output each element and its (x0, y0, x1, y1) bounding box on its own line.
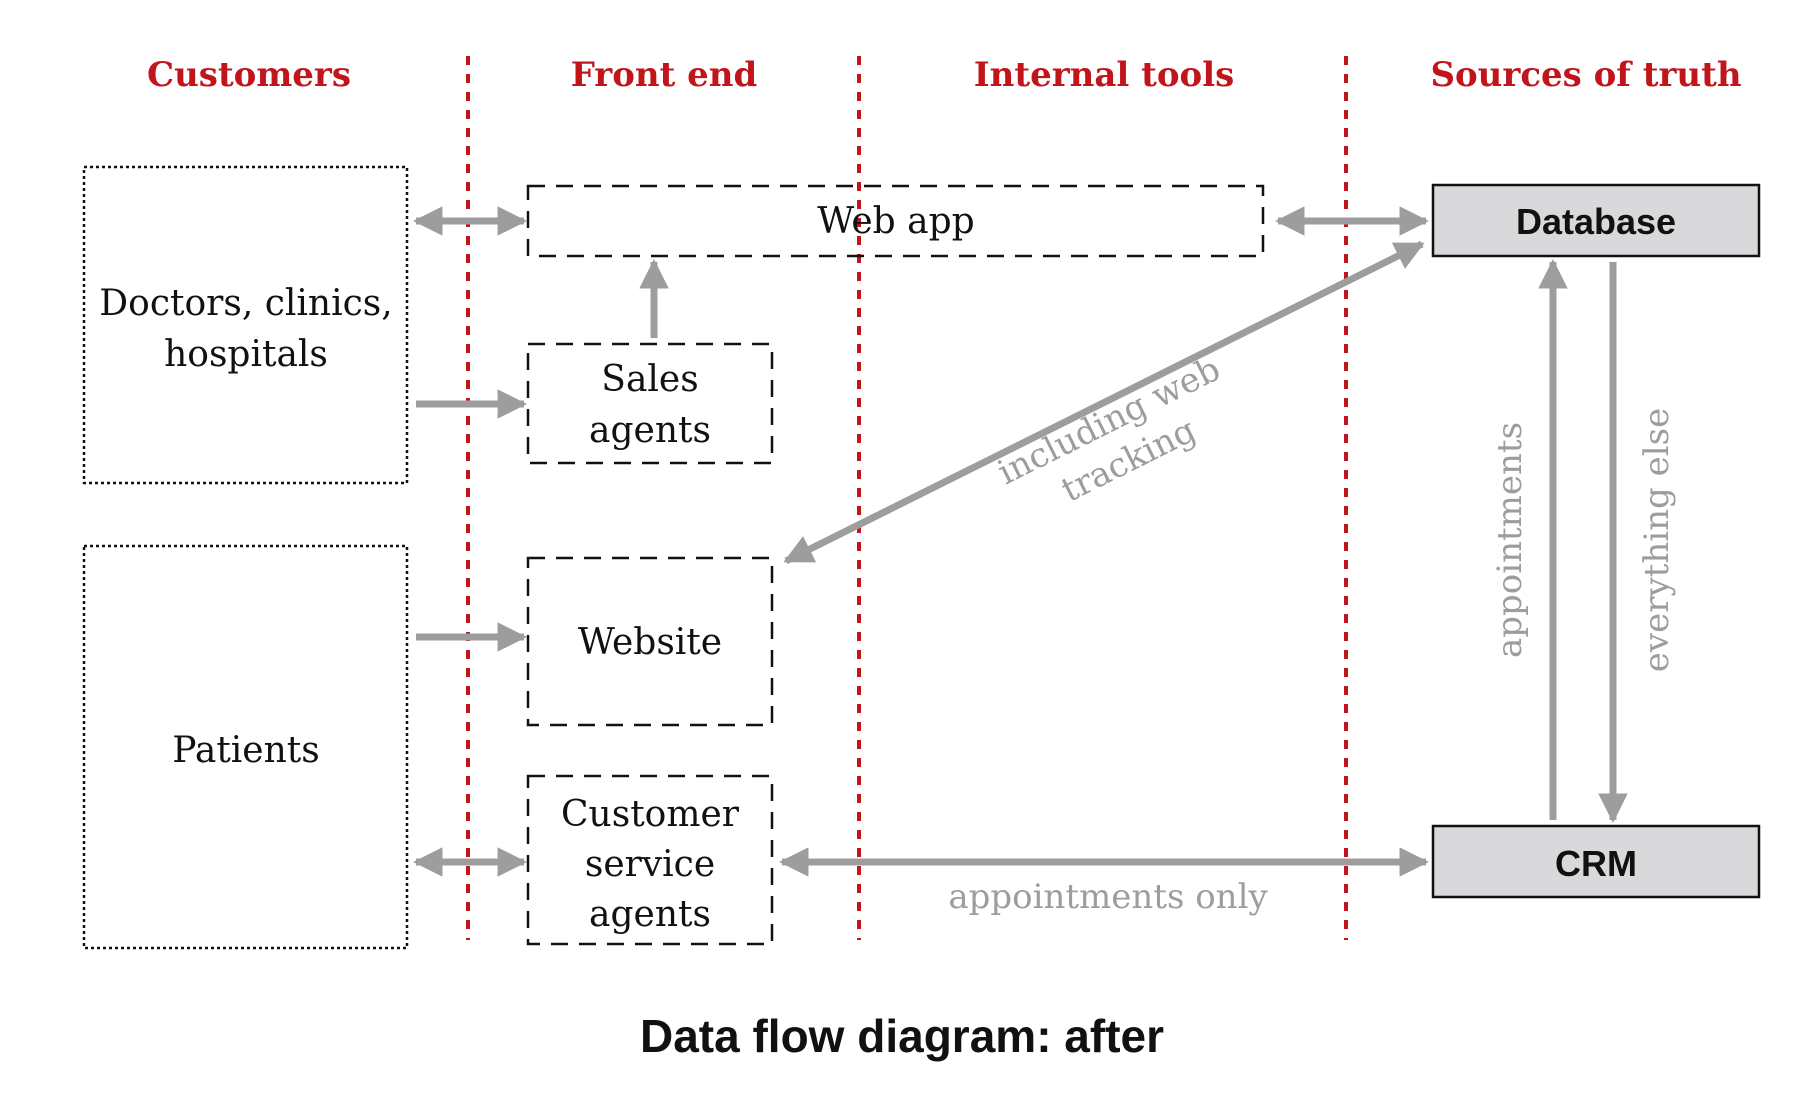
arrow-website-database (783, 240, 1425, 565)
cs-agents-label-line1: Customer (561, 794, 740, 835)
website-label: Website (578, 622, 722, 663)
cs-agents-label-line3: agents (589, 894, 711, 935)
column-header-front-end: Front end (571, 55, 758, 95)
cs-agents-box (526, 774, 774, 946)
crm-label: CRM (1555, 843, 1637, 884)
doctors-label-line2: hospitals (164, 334, 328, 375)
column-dividers (466, 56, 1348, 940)
database-label: Database (1516, 201, 1676, 242)
everything-else-label: everything else (1637, 408, 1677, 672)
column-header-sources-of-truth: Sources of truth (1430, 55, 1741, 95)
sales-agents-label-line1: Sales (601, 359, 698, 400)
sales-agents-box (526, 342, 774, 465)
patients-label: Patients (172, 730, 319, 771)
appointments-only-label: appointments only (948, 877, 1268, 917)
cs-agents-label-line2: service (585, 844, 715, 885)
column-header-customers: Customers (147, 55, 351, 95)
appointments-label: appointments (1490, 422, 1530, 658)
sales-agents-label-line2: agents (589, 410, 711, 451)
doctors-label-line1: Doctors, clinics, (99, 283, 392, 324)
website-box (526, 556, 774, 727)
web-app-box (526, 184, 1265, 258)
diagram-title: Data flow diagram: after (640, 1010, 1164, 1062)
web-app-label: Web app (817, 201, 974, 242)
database-box (1431, 183, 1761, 258)
crm-box (1431, 824, 1761, 899)
patients-box (82, 544, 409, 950)
doctors-box (82, 165, 409, 485)
column-header-internal-tools: Internal tools (974, 55, 1235, 95)
